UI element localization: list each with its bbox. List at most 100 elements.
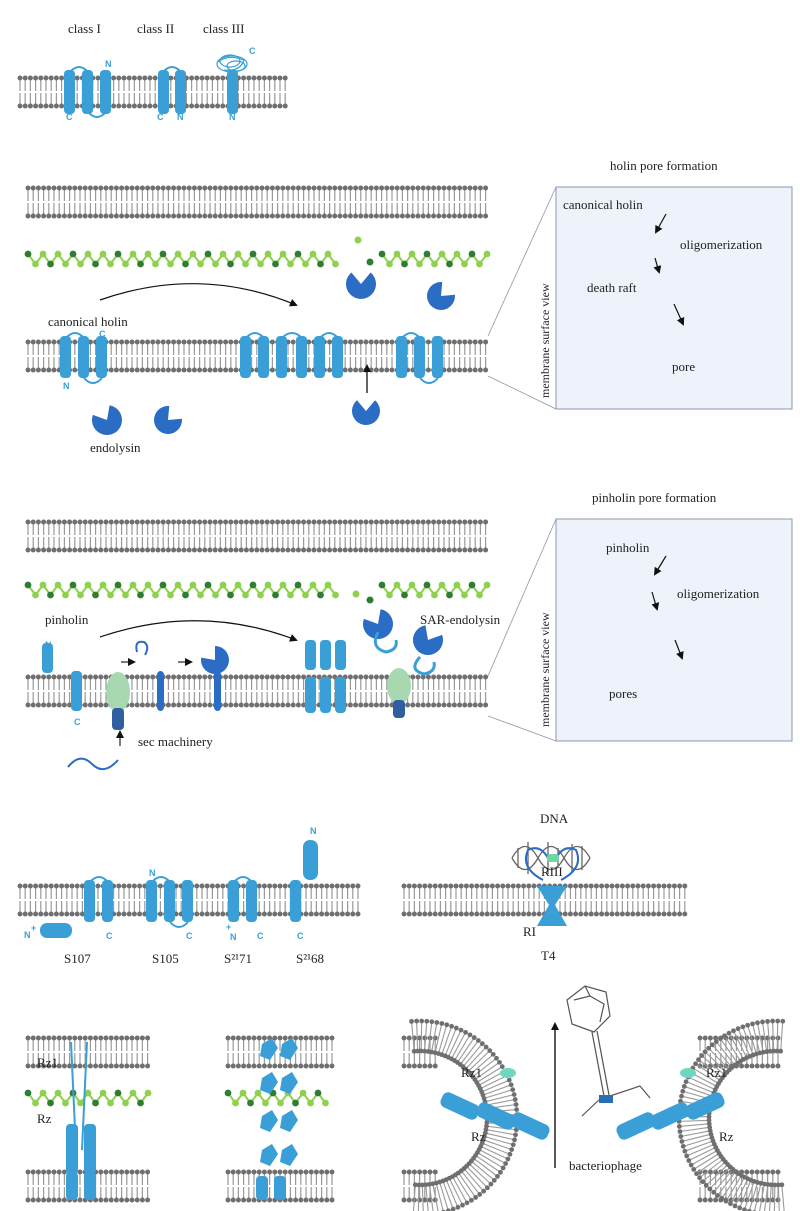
class3-n-terminus: N [229,112,236,122]
peptidoglycan-unit [438,250,446,258]
lipid-head [313,883,319,889]
lipid-head [233,547,239,553]
lipid-head [345,883,351,889]
lipid-head [56,674,62,680]
lipid-head [17,75,23,81]
lipid-head [129,674,135,680]
lipid-head [199,911,205,917]
lipid-head [746,1208,752,1211]
lipid-head [220,883,226,889]
label-canonical-holin: canonical holin [48,314,128,329]
lipid-head [394,519,400,525]
lipid-head [197,339,203,345]
s2171-c-terminus: C [257,931,264,941]
lipid-head [779,1182,785,1188]
lipid-head [303,1169,309,1175]
lipid-head [415,547,421,553]
lipid-head [129,185,135,191]
pinholin-step-arrow-1 [653,555,667,576]
lipid-tail [444,1027,457,1057]
lipid-head [355,883,361,889]
lipid-head [98,519,104,525]
lipid-head [137,103,143,109]
lipid-head [458,883,464,889]
lipid-head [134,213,140,219]
lipid-head [484,1120,490,1126]
lipid-head [759,1169,765,1175]
lipid-head [765,1063,771,1069]
label-rz1-left: Rz1 [37,1055,58,1070]
lipid-head [230,1063,236,1069]
lipid-tail [773,1184,776,1211]
lipid-head [186,339,192,345]
lipid-head [462,367,468,373]
lipid-head [775,1169,781,1175]
lipid-head [394,213,400,219]
peptidoglycan-unit [239,1089,247,1097]
lipid-head [651,883,657,889]
lipid-tail [454,1034,471,1061]
peptidoglycan-unit [107,260,114,268]
lipid-head [79,883,85,889]
lipid-head [254,213,260,219]
lipid-head [451,519,457,525]
lipid-tail [463,1168,485,1192]
lipid-tail [739,1179,752,1209]
lipid-head [441,519,447,525]
lipid-head [417,1169,423,1175]
lipid-head [280,547,286,553]
lipid-head [295,185,301,191]
protein-loop [281,332,303,339]
released-pg-fragment [354,236,362,244]
lipid-head [619,883,625,889]
lipid-head [61,674,67,680]
lipid-head [246,1063,252,1069]
lipid-head [706,1045,712,1051]
lipid-head [711,1189,717,1195]
lipid-head [417,883,423,889]
lipid-head [347,367,353,373]
lipid-head [311,213,317,219]
tm-helix [274,1176,286,1200]
lipid-head [228,547,234,553]
lipid-head [61,1035,67,1041]
peptidoglycan-unit [401,591,408,599]
lipid-head [316,213,322,219]
tm-helix [84,1172,96,1200]
peptidoglycan-unit [299,1089,307,1097]
lipid-head [212,547,218,553]
topology-membrane [17,75,288,109]
lipid-tail [780,1021,784,1052]
lipid-head [298,1063,304,1069]
lipid-head [199,75,205,81]
lipid-head [661,911,667,917]
holin-oligomer-helix [296,336,307,378]
lipid-head [51,702,57,708]
lipid-head [287,1063,293,1069]
lipid-head [324,1197,330,1203]
peptidoglycan-unit [129,1089,137,1097]
lipid-head [61,1197,67,1203]
lipid-head [656,911,662,917]
lipid-tail [777,1184,780,1211]
holin-step-death-raft: death raft [587,280,637,295]
class3-helix [227,70,238,114]
lipid-head [462,674,468,680]
lipid-head [53,75,59,81]
lipid-head [267,1063,273,1069]
lipid-head [277,1063,283,1069]
lipid-head [77,519,83,525]
holin-oligomer-helix [276,336,287,378]
lipid-head [139,213,145,219]
lipid-head [64,883,70,889]
lipid-head [477,519,483,525]
lipid-tail [743,1181,755,1210]
lipid-head [181,185,187,191]
lipid-head [129,1169,135,1175]
peptidoglycan-unit [292,1099,299,1107]
lipid-head [124,367,130,373]
sar-anchor-helix [157,671,164,711]
lipid-head [319,1035,325,1041]
lipid-tail [684,1140,714,1152]
lipid-head [142,103,148,109]
